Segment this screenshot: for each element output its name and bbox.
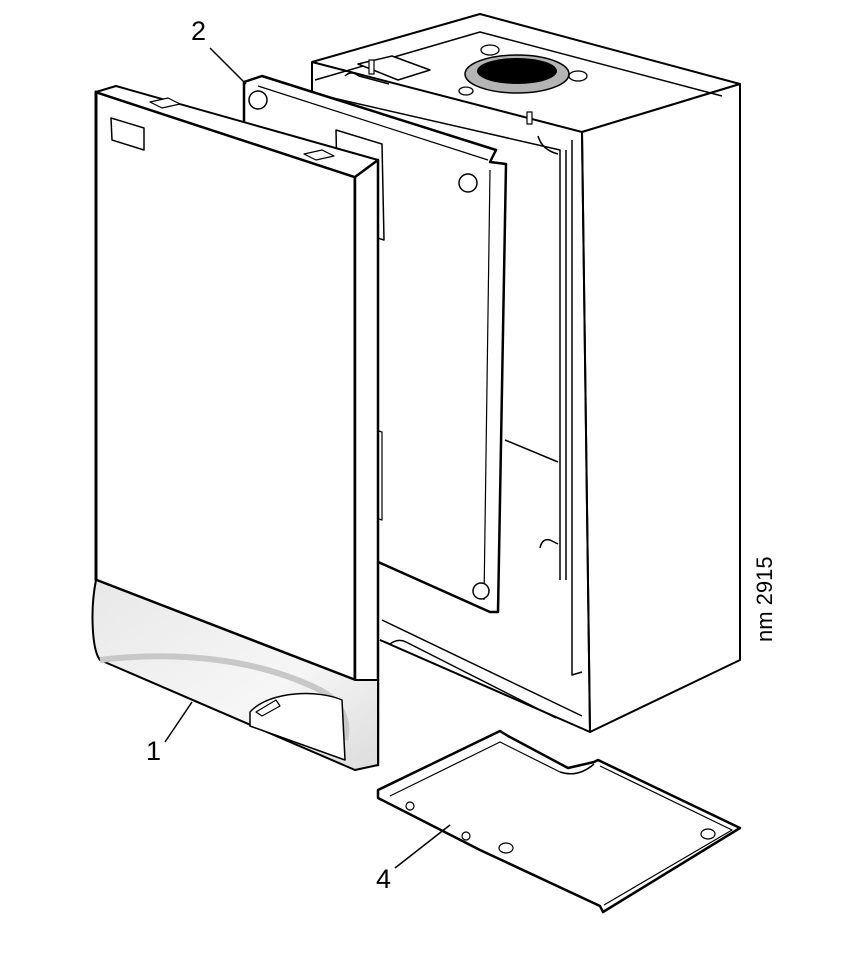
flue-connection [458, 44, 588, 96]
leader-lines [164, 47, 451, 869]
leader-line-2 [209, 47, 247, 85]
callout-1: 1 [146, 736, 162, 766]
callout-4: 4 [376, 864, 392, 894]
leader-line-1 [164, 701, 193, 743]
callout-2: 2 [191, 16, 207, 46]
front-casing-panel [91, 85, 380, 771]
leader-line-4 [394, 824, 451, 869]
reference-code: nm 2915 [752, 556, 777, 642]
bottom-cover-plate [376, 729, 742, 914]
